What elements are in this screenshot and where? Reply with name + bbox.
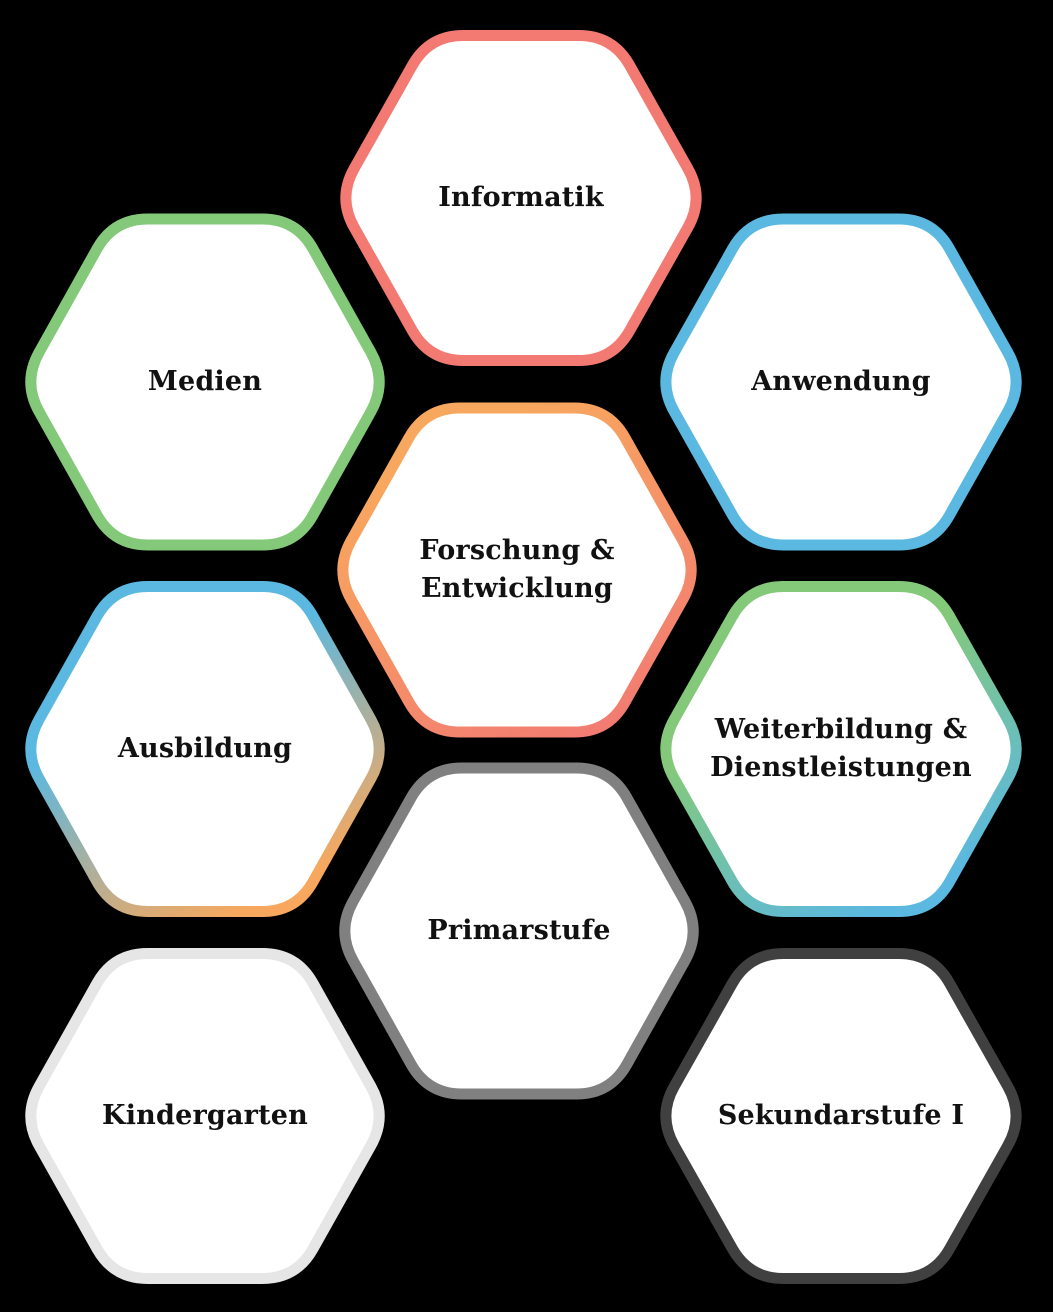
hex-label-anwendung[interactable]: Anwendung	[751, 366, 931, 397]
hex-label-kindergarten[interactable]: Kindergarten	[102, 1100, 308, 1131]
hexagon-sekundarstufe-1[interactable]	[660, 948, 1022, 1284]
hexagon-primarstufe[interactable]	[339, 762, 699, 1100]
hex-label-weiterbildung-dienstleistungen[interactable]: Weiterbildung & Dienstleistungen	[710, 714, 972, 783]
hexagon-anwendung[interactable]	[660, 213, 1022, 551]
hexagon-kindergarten[interactable]	[25, 948, 385, 1284]
hex-label-ausbildung[interactable]: Ausbildung	[117, 733, 293, 764]
hex-label-informatik[interactable]: Informatik	[438, 182, 604, 213]
hex-label-forschung-entwicklung[interactable]: Forschung & Entwicklung	[419, 535, 615, 604]
hexagon-weiterbildung-dienstleistungen[interactable]	[660, 581, 1022, 917]
hexagon-ausbildung[interactable]	[25, 581, 385, 917]
hex-label-primarstufe[interactable]: Primarstufe	[427, 915, 611, 946]
hex-label-sekundarstufe-1[interactable]: Sekundarstufe I	[717, 1100, 965, 1131]
hex-label-medien[interactable]: Medien	[147, 366, 263, 397]
hexagon-informatik[interactable]	[340, 30, 702, 366]
hexagon-forschung-entwicklung[interactable]	[337, 402, 697, 738]
hexagon-medien[interactable]	[25, 213, 385, 551]
